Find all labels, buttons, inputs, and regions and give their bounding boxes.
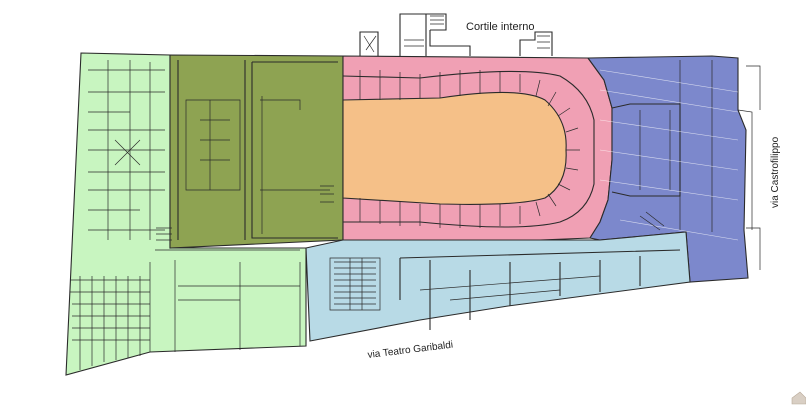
south-zone-walls [329, 249, 681, 330]
label-street-east: via Castrofilippo [770, 136, 781, 208]
label-street-south: via Teatro Garibaldi [367, 340, 454, 361]
stage-walls [599, 60, 739, 241]
olive-zone-walls [156, 60, 338, 241]
east-edge [737, 65, 761, 270]
zone-south [305, 231, 691, 342]
auditorium-boxes [342, 70, 595, 228]
watermark-icon [791, 391, 806, 405]
west-zone-walls [70, 60, 301, 370]
zone-olive [169, 54, 344, 249]
courtyard-structures [359, 13, 553, 56]
zone-stalls [342, 91, 567, 205]
label-courtyard: Cortile interno [466, 21, 534, 33]
